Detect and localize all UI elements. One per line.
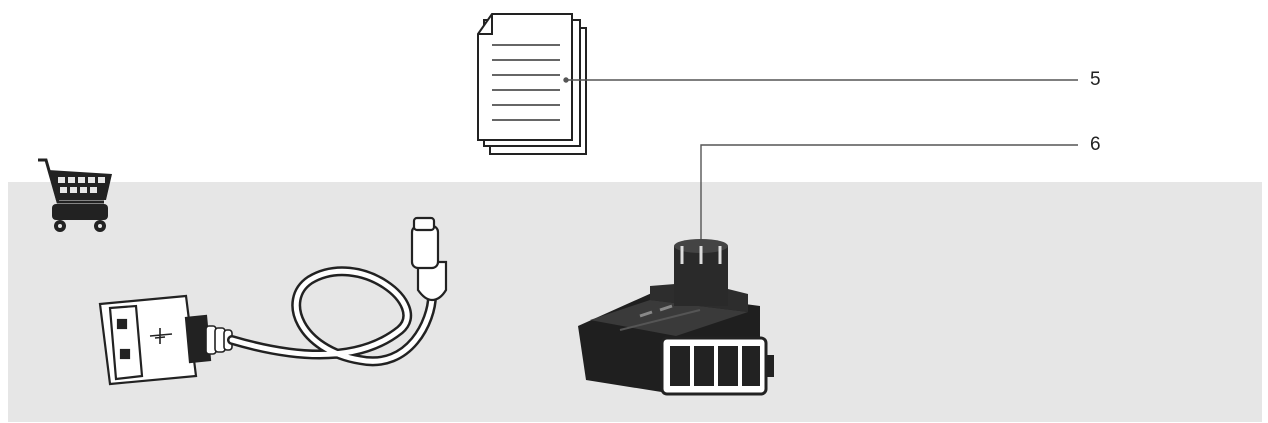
callout-line-6 [700, 144, 1078, 258]
usb-cable-icon [98, 216, 448, 386]
shopping-cart-icon [38, 158, 112, 232]
callout-label-5: 5 [1090, 69, 1101, 90]
callout-label-6: 6 [1090, 134, 1101, 155]
battery-charge-icon [660, 336, 774, 396]
callout-dot-5 [563, 77, 569, 83]
callout-lines [563, 77, 1078, 261]
documents-icon [477, 13, 587, 155]
